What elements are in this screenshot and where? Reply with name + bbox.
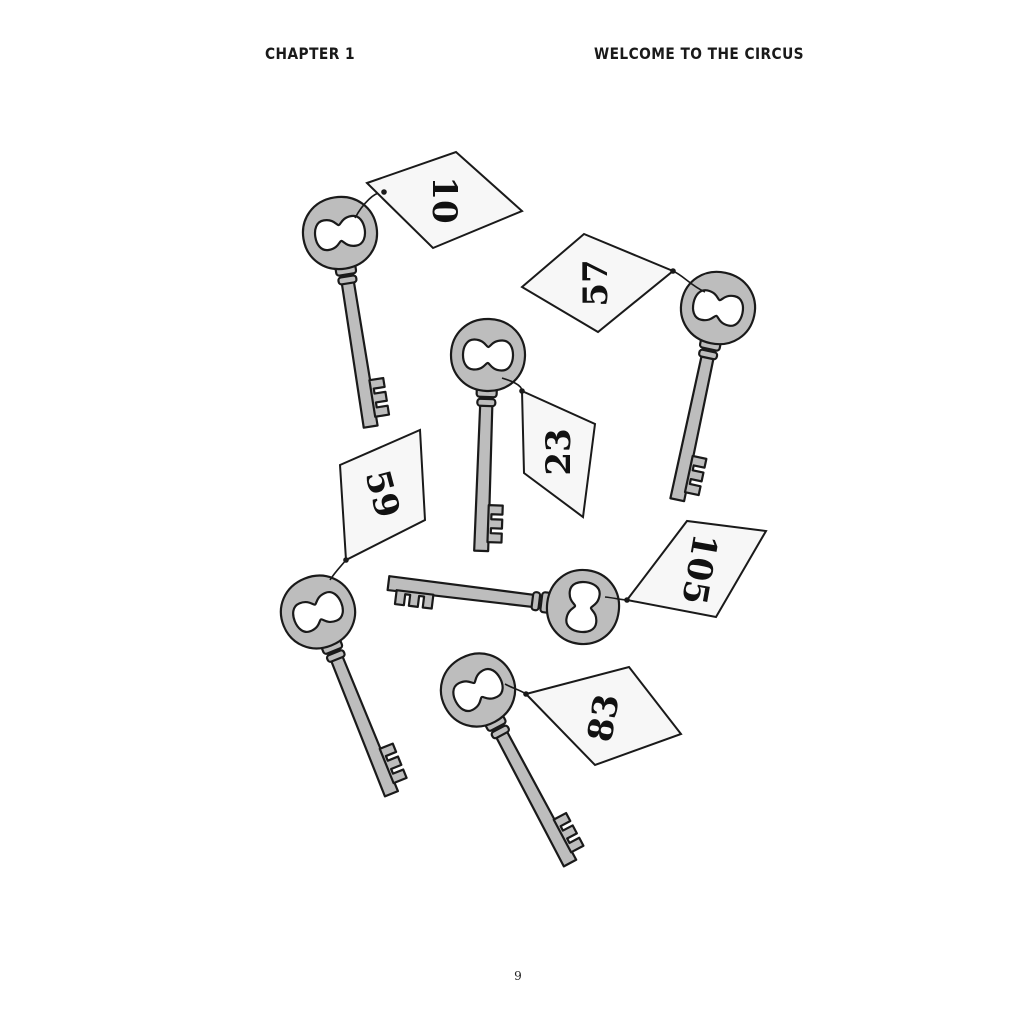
key-10: 10 xyxy=(296,150,524,434)
tag-number-57: 57 xyxy=(576,259,616,306)
key-83: 83 xyxy=(427,639,683,882)
key-ring xyxy=(672,270,706,293)
chapter-label: CHAPTER 1 xyxy=(265,44,355,63)
key-ring xyxy=(329,559,347,581)
page-number: 9 xyxy=(514,969,522,983)
key-23: 23 xyxy=(443,316,597,554)
key-59: 59 xyxy=(269,428,427,809)
key-tag xyxy=(524,665,683,767)
key-57: 57 xyxy=(520,232,763,509)
key-tag xyxy=(520,389,597,519)
key-tag xyxy=(365,150,524,250)
tag-number-83: 83 xyxy=(580,691,628,745)
key-tag xyxy=(338,428,427,562)
key-tag xyxy=(625,519,768,619)
key-105: 105 xyxy=(382,519,768,650)
tag-number-10: 10 xyxy=(424,176,464,223)
tag-number-23: 23 xyxy=(539,428,579,475)
chapter-title: WELCOME TO THE CIRCUS xyxy=(594,44,805,63)
